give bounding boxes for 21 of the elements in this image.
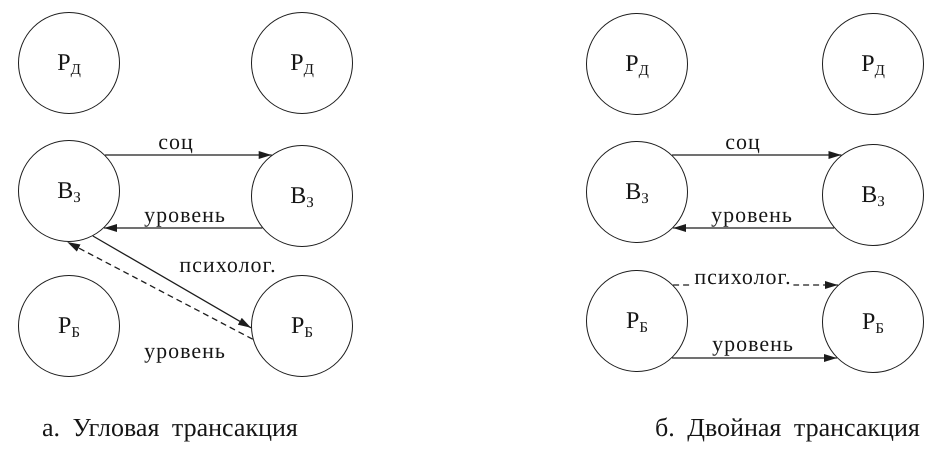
figure-caption: б. Двойная трансакция [655, 414, 920, 443]
ego-state-label: Р$_{Б}$ [58, 314, 80, 338]
ego-state-label: Р$_{Б}$ [291, 314, 313, 338]
arrow [92, 235, 252, 328]
ego-state-label: Р$_{Д}$ [861, 52, 885, 76]
ego-state-label: Р$_{Д}$ [290, 51, 314, 75]
ego-state-label: Р$_{Д}$ [57, 51, 81, 75]
dashed-arrow [66, 241, 253, 340]
arrow [672, 151, 842, 159]
ego-state-label: В$_{З}$ [290, 184, 314, 208]
ego-state-label: В$_{З}$ [57, 179, 81, 203]
arrow [672, 354, 837, 362]
ego-state-label: В$_{З}$ [625, 180, 649, 204]
ego-state-label: Р$_{Б}$ [862, 310, 884, 334]
ego-state-label: Р$_{Б}$ [626, 309, 648, 333]
arrow [105, 151, 272, 159]
figure-caption: а. Угловая трансакция [42, 414, 298, 443]
arrow [104, 224, 262, 232]
ego-state-label: В$_{З}$ [861, 183, 885, 207]
arrow [673, 224, 834, 232]
ego-state-label: Р$_{Д}$ [625, 52, 649, 76]
